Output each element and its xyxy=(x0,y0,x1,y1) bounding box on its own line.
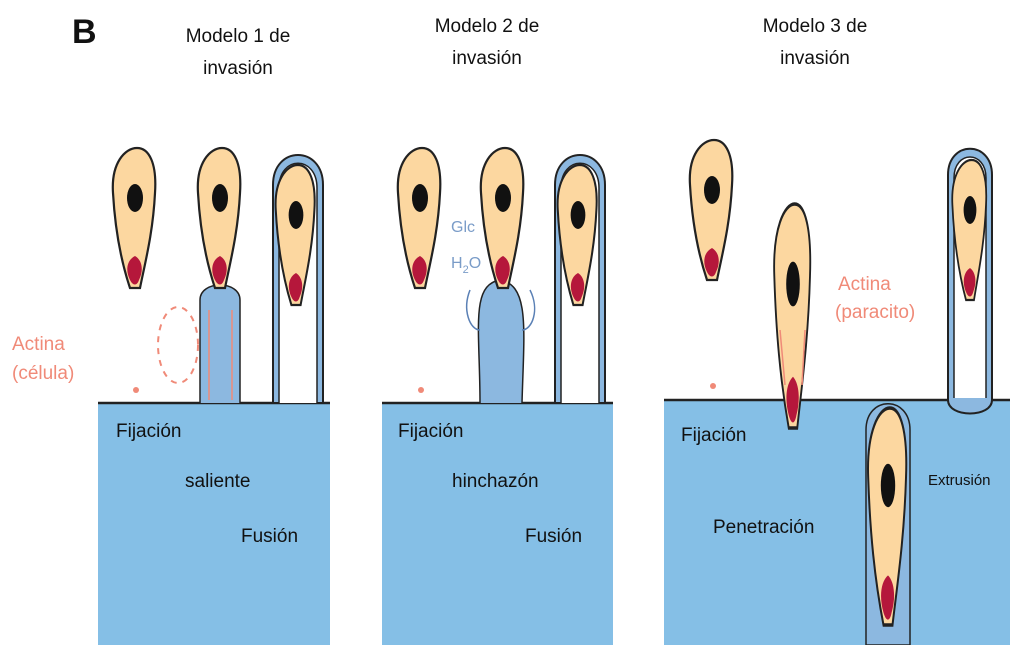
panel-3-title-line1: Modelo 3 de xyxy=(763,16,868,37)
parasite-attach-1 xyxy=(113,148,155,288)
panel-2-attach-label: Fijación xyxy=(398,421,463,442)
panel-3-attach-label: Fijación xyxy=(681,425,746,446)
panel-2-title-line2: invasión xyxy=(452,48,522,69)
parasite-protrusion-1 xyxy=(198,148,240,288)
panel-1-step2-label: saliente xyxy=(185,471,251,492)
parasite-penetrating-3 xyxy=(774,204,810,428)
actin-ring-1 xyxy=(158,307,198,383)
parasite-attach-2 xyxy=(398,148,440,288)
panel-2-step2-label: hinchazón xyxy=(452,471,539,492)
h2o-label: H2O xyxy=(451,255,481,276)
panel-1-title-line1: Modelo 1 de xyxy=(186,26,291,47)
panel-3-step2-label: Penetración xyxy=(713,517,814,538)
panel-model-2: Modelo 2 de invasión Glc H2O Fijación hi… xyxy=(382,16,613,645)
panel-2-step3-label: Fusión xyxy=(525,526,582,547)
swelling-2 xyxy=(478,280,523,403)
parasite-swelling-2 xyxy=(481,148,523,288)
panel-model-1: Modelo 1 de invasión Fijación saliente F… xyxy=(12,26,330,645)
panel-1-actin-line2: (célula) xyxy=(12,363,74,384)
panel-3-step3-label: Extrusión xyxy=(928,472,991,489)
panel-1-actin-line1: Actina xyxy=(12,334,65,355)
actin-spot-1 xyxy=(133,387,139,393)
panel-letter: B xyxy=(72,13,97,51)
panel-3-title-line2: invasión xyxy=(780,48,850,69)
parasite-attach-3 xyxy=(690,140,732,280)
panel-1-title-line2: invasión xyxy=(203,58,273,79)
actin-spot-3 xyxy=(710,383,716,389)
panel-3-actin-line2: (paracito) xyxy=(835,302,915,323)
panel-1-attach-label: Fijación xyxy=(116,421,181,442)
panel-2-title-line1: Modelo 2 de xyxy=(435,16,540,37)
actin-spot-2 xyxy=(418,387,424,393)
protrusion-1 xyxy=(200,285,240,403)
glc-label: Glc xyxy=(451,219,475,236)
panel-model-3: Modelo 3 de invasión Actina (paracito) F… xyxy=(664,16,1010,645)
panel-1-step3-label: Fusión xyxy=(241,526,298,547)
panel-3-actin-line1: Actina xyxy=(838,274,891,295)
